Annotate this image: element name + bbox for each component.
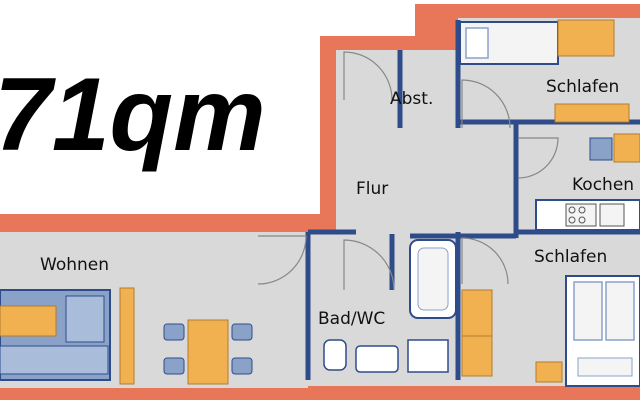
room-label-hallway: Flur <box>356 179 388 199</box>
area-label: 71qm <box>0 57 266 173</box>
room-label-bathroom: Bad/WC <box>318 309 385 329</box>
room-label-kitchen: Kochen <box>572 175 634 195</box>
interior-walls <box>305 20 640 380</box>
bathroom-fixtures <box>323 239 457 373</box>
room-label-bedroom-top: Schlafen <box>546 77 619 97</box>
door-swings <box>257 51 559 291</box>
room-label-bedroom-bottom: Schlafen <box>534 247 607 267</box>
room-label-storage: Abst. <box>390 89 433 109</box>
room-labels: Abst. Schlafen Kochen Flur Wohnen Schlaf… <box>40 77 634 329</box>
room-label-living: Wohnen <box>40 255 109 275</box>
living-room-furniture <box>0 287 253 385</box>
bedroom-top-furniture <box>459 19 630 123</box>
kitchen-furniture <box>535 133 640 231</box>
bedroom-bottom-furniture <box>461 275 640 387</box>
